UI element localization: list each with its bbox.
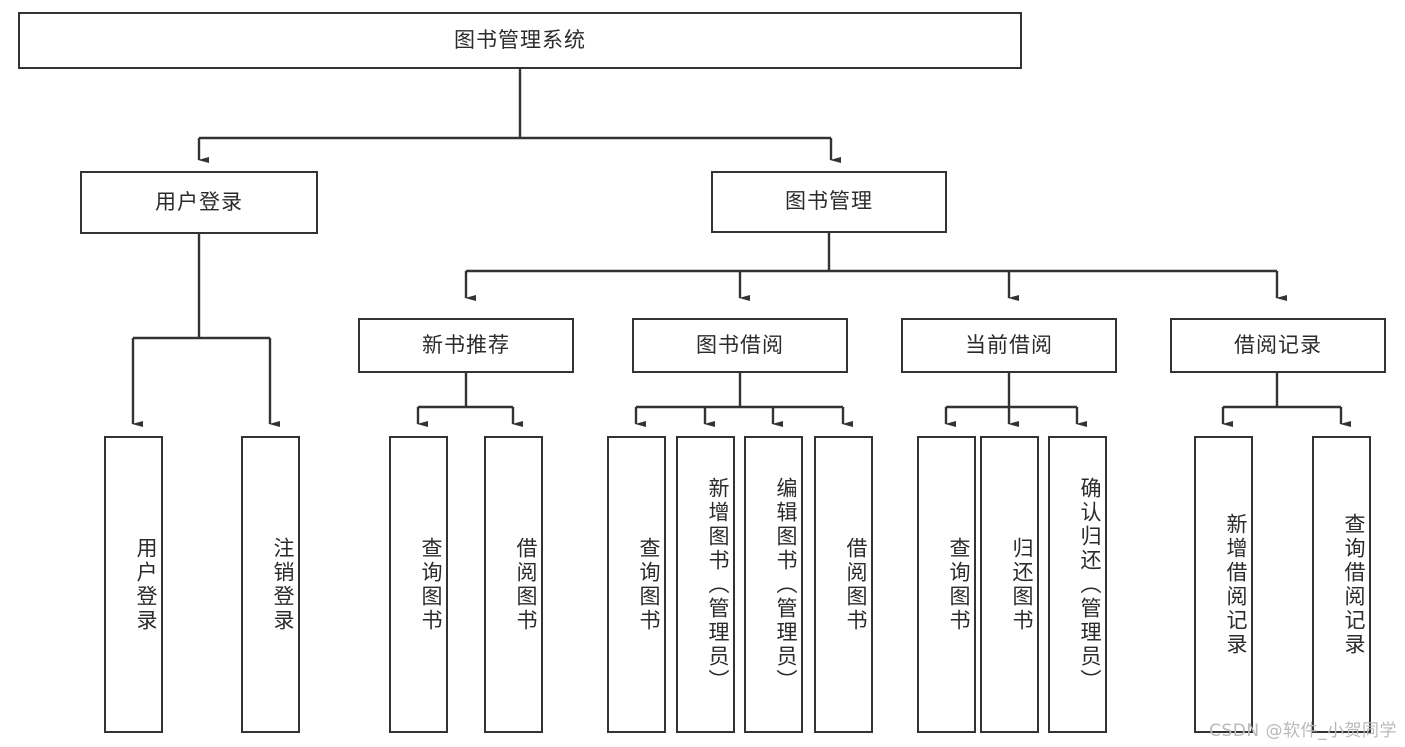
leaf-user-login-label: 用户登录 bbox=[134, 536, 158, 633]
leaf-borrow-book-2-label: 借阅图书 bbox=[844, 536, 868, 633]
leaf-query-record-label: 查询借阅记录 bbox=[1342, 512, 1366, 657]
node-current-borrow-label: 当前借阅 bbox=[965, 332, 1053, 357]
node-user-login-label: 用户登录 bbox=[155, 189, 243, 214]
leaf-add-record[interactable]: 新增借阅记录 bbox=[1194, 436, 1253, 733]
leaf-edit-book-label: 编辑图书（管理员） bbox=[774, 476, 798, 693]
leaf-user-login[interactable]: 用户登录 bbox=[104, 436, 163, 733]
leaf-return-book-label: 归还图书 bbox=[1010, 536, 1034, 633]
node-book-manage-label: 图书管理 bbox=[785, 189, 873, 214]
leaf-confirm-return-label: 确认归还（管理员） bbox=[1078, 476, 1102, 693]
node-root-label: 图书管理系统 bbox=[454, 27, 586, 52]
node-root[interactable]: 图书管理系统 bbox=[18, 12, 1022, 69]
leaf-add-book[interactable]: 新增图书（管理员） bbox=[676, 436, 735, 733]
leaf-logout-label: 注销登录 bbox=[271, 536, 295, 633]
leaf-borrow-book-2[interactable]: 借阅图书 bbox=[814, 436, 873, 733]
node-new-book-recommend-label: 新书推荐 bbox=[422, 332, 510, 357]
leaf-query-record[interactable]: 查询借阅记录 bbox=[1312, 436, 1371, 733]
leaf-confirm-return[interactable]: 确认归还（管理员） bbox=[1048, 436, 1107, 733]
leaf-query-book-2-label: 查询图书 bbox=[637, 536, 661, 633]
node-borrow-record[interactable]: 借阅记录 bbox=[1170, 318, 1386, 373]
leaf-add-book-label: 新增图书（管理员） bbox=[706, 476, 730, 693]
node-borrow-record-label: 借阅记录 bbox=[1234, 332, 1322, 357]
node-book-borrow-label: 图书借阅 bbox=[696, 332, 784, 357]
leaf-add-record-label: 新增借阅记录 bbox=[1224, 512, 1248, 657]
csdn-watermark: CSDN @软件_小贺同学 bbox=[1209, 721, 1397, 741]
node-book-borrow[interactable]: 图书借阅 bbox=[632, 318, 848, 373]
leaf-borrow-book-1[interactable]: 借阅图书 bbox=[484, 436, 543, 733]
leaf-logout[interactable]: 注销登录 bbox=[241, 436, 300, 733]
node-user-login[interactable]: 用户登录 bbox=[80, 171, 318, 234]
leaf-query-book-3[interactable]: 查询图书 bbox=[917, 436, 976, 733]
node-book-manage[interactable]: 图书管理 bbox=[711, 171, 947, 233]
leaf-query-book-2[interactable]: 查询图书 bbox=[607, 436, 666, 733]
leaf-query-book-1-label: 查询图书 bbox=[419, 536, 443, 633]
leaf-borrow-book-1-label: 借阅图书 bbox=[514, 536, 538, 633]
leaf-query-book-3-label: 查询图书 bbox=[947, 536, 971, 633]
leaf-return-book[interactable]: 归还图书 bbox=[980, 436, 1039, 733]
leaf-edit-book[interactable]: 编辑图书（管理员） bbox=[744, 436, 803, 733]
node-current-borrow[interactable]: 当前借阅 bbox=[901, 318, 1117, 373]
leaf-query-book-1[interactable]: 查询图书 bbox=[389, 436, 448, 733]
node-new-book-recommend[interactable]: 新书推荐 bbox=[358, 318, 574, 373]
